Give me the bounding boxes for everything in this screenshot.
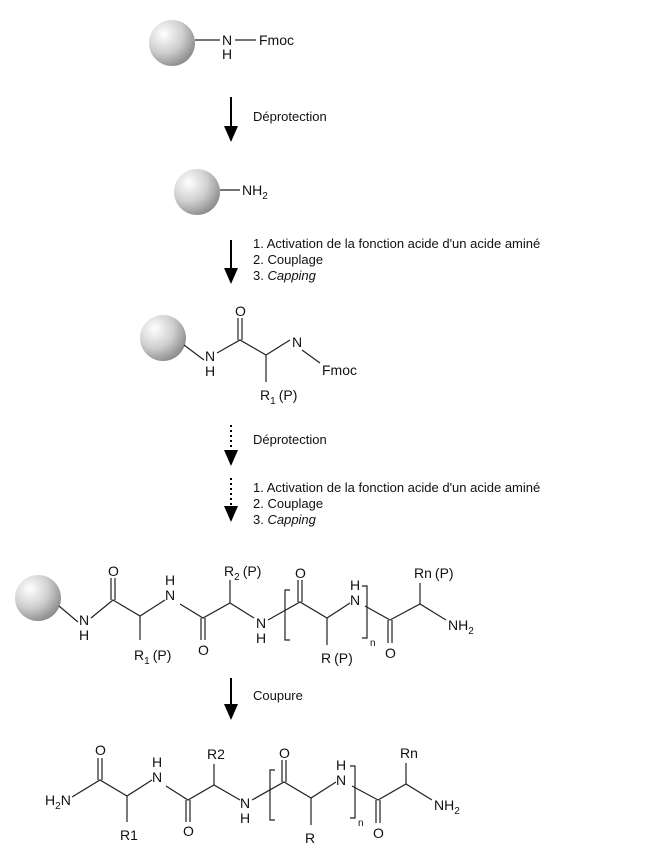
structure-resin-amine: NH2: [174, 169, 268, 215]
oxygen-label: O: [373, 825, 384, 841]
bond: [71, 779, 153, 798]
side-chain-label: R1(P): [134, 647, 171, 667]
nitrogen-label: N: [336, 772, 346, 788]
resin-bead: [149, 20, 195, 66]
bond: [58, 605, 79, 623]
arrow-head: [224, 506, 238, 522]
repeat-n-label: n: [358, 818, 364, 829]
side-chain-label: R1: [120, 827, 138, 843]
repeat-n-label: n: [370, 638, 376, 649]
structure-free-peptide: H2N O R1 N H O R2 N H O R N H n O Rn NH2: [45, 742, 460, 846]
fmoc-label: Fmoc: [322, 362, 357, 378]
activation-label: 1. Activation de la fonction acide d'un …: [253, 480, 540, 495]
amine-label: NH2: [434, 797, 460, 817]
side-chain-label: R2: [207, 746, 225, 762]
deprotection-label: Déprotection: [253, 432, 327, 447]
bond-bracket: [362, 585, 368, 639]
side-chain-label: R: [305, 830, 315, 846]
step-coupling-2: 1. Activation de la fonction acide d'un …: [224, 478, 540, 527]
nitrogen-label: N: [165, 587, 175, 603]
capping-label: 3. Capping: [253, 268, 317, 283]
resin-bead: [140, 315, 186, 361]
nitrogen-label: N: [256, 615, 266, 631]
hydrogen-label: H: [336, 757, 346, 773]
amine-label: NH2: [448, 617, 474, 637]
arrow-head: [224, 268, 238, 284]
capping-label: 3. Capping: [253, 512, 317, 527]
oxygen-label: O: [295, 565, 306, 581]
oxygen-label: O: [385, 645, 396, 661]
arrow-head: [224, 450, 238, 466]
bond: [251, 781, 337, 801]
step-coupling-1: 1. Activation de la fonction acide d'un …: [224, 236, 540, 284]
bond: [179, 602, 255, 619]
nitrogen-label: N: [152, 769, 162, 785]
nitrogen-label: N: [350, 592, 360, 608]
couplage-label: 2. Couplage: [253, 496, 323, 511]
structure-resin-fmoc: N H Fmoc: [149, 20, 294, 66]
nitrogen-label: N: [240, 795, 250, 811]
bond: [351, 783, 433, 801]
bond: [90, 599, 166, 619]
bond-bracket: [284, 589, 290, 641]
terminal-amine-label: H2N: [45, 792, 71, 812]
hydrogen-label: H: [165, 572, 175, 588]
bond-bracket: [350, 765, 356, 819]
bond-bracket: [269, 769, 275, 821]
hydrogen-label: H: [350, 577, 360, 593]
oxygen-label: O: [198, 642, 209, 658]
bond: [364, 603, 447, 621]
step-deprotection-1: Déprotection: [224, 97, 327, 142]
oxygen-label: O: [108, 563, 119, 579]
oxygen-label: O: [235, 303, 246, 319]
side-chain-label: Rn(P): [414, 565, 454, 581]
hydrogen-label: H: [205, 363, 215, 379]
side-chain-label: R2(P): [224, 563, 261, 583]
nitrogen-label: N: [292, 334, 302, 350]
nitrogen-label: N: [205, 348, 215, 364]
hydrogen-label: H: [152, 754, 162, 770]
hydrogen-label: H: [222, 46, 232, 62]
nitrogen-label: N: [222, 32, 232, 48]
deprotection-label: Déprotection: [253, 109, 327, 124]
bond: [216, 339, 291, 356]
nitrogen-label: N: [79, 612, 89, 628]
bond: [183, 344, 205, 361]
arrow-head: [224, 704, 238, 720]
oxygen-label: O: [279, 745, 290, 761]
coupure-label: Coupure: [253, 688, 303, 703]
bond: [267, 601, 351, 621]
arrow-head: [224, 126, 238, 142]
resin-bead: [174, 169, 220, 215]
step-coupure: Coupure: [224, 678, 303, 720]
bond: [301, 349, 321, 364]
couplage-label: 2. Couplage: [253, 252, 323, 267]
structure-first-amino-acid: N H O N Fmoc R1(P): [140, 303, 357, 407]
step-deprotection-2: Déprotection: [224, 425, 327, 466]
side-chain-label: Rn: [400, 745, 418, 761]
hydrogen-label: H: [240, 810, 250, 826]
resin-bead: [15, 575, 61, 621]
oxygen-label: O: [95, 742, 106, 758]
hydrogen-label: H: [79, 627, 89, 643]
activation-label: 1. Activation de la fonction acide d'un …: [253, 236, 540, 251]
structure-resin-peptide: N H O R1(P) N H O R2(P) N H O R(P) N H n…: [15, 563, 474, 667]
bond: [165, 784, 241, 801]
fmoc-label: Fmoc: [259, 32, 294, 48]
hydrogen-label: H: [256, 630, 266, 646]
oxygen-label: O: [183, 823, 194, 839]
side-chain-label: R1(P): [260, 387, 297, 407]
side-chain-label: R(P): [321, 650, 353, 666]
amine-label: NH2: [242, 182, 268, 202]
